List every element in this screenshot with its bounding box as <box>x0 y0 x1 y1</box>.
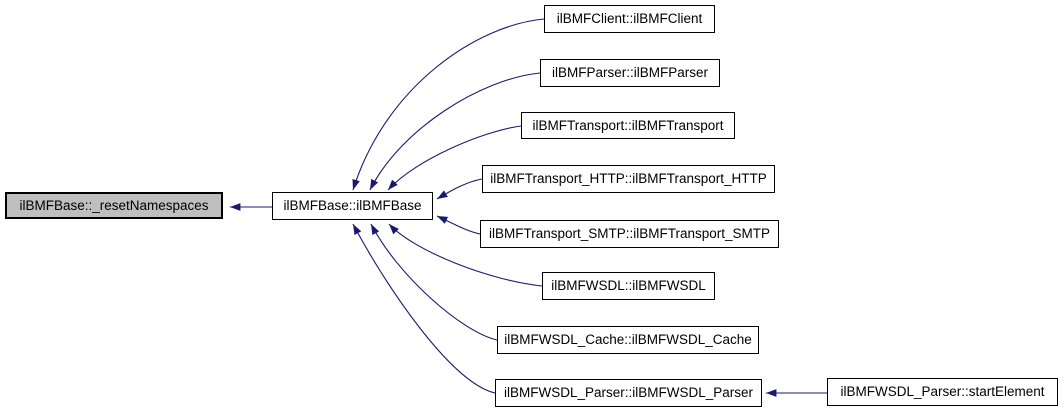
edge-wsdl-cache-to-base <box>370 223 498 341</box>
edge-wsdl-parser-to-base <box>352 223 496 394</box>
node-ilbmfwsdl-cache-ctor[interactable]: ilBMFWSDL_Cache::ilBMFWSDL_Cache <box>497 326 759 354</box>
node-ilbmfclient-ctor[interactable]: ilBMFClient::ilBMFClient <box>544 5 715 33</box>
node-ilbmfwsdl-ctor[interactable]: ilBMFWSDL::ilBMFWSDL <box>542 272 715 300</box>
node-ilbmftransport-ctor[interactable]: ilBMFTransport::ilBMFTransport <box>521 112 735 139</box>
node-ilbmftransport-http-ctor[interactable]: ilBMFTransport_HTTP::ilBMFTransport_HTTP <box>482 165 775 193</box>
node-ilbmfbase-reset-namespaces: ilBMFBase::_resetNamespaces <box>5 192 223 219</box>
node-ilbmfwsdl-parser-ctor[interactable]: ilBMFWSDL_Parser::ilBMFWSDL_Parser <box>495 379 762 407</box>
edge-transport-smtp-to-base <box>436 215 481 235</box>
node-ilbmftransport-smtp-ctor[interactable]: ilBMFTransport_SMTP::ilBMFTransport_SMTP <box>480 220 779 248</box>
edge-transport-http-to-base <box>436 178 483 200</box>
node-ilbmfbase-ctor[interactable]: ilBMFBase::ilBMFBase <box>272 192 433 220</box>
node-ilbmfwsdl-parser-start-element[interactable]: ilBMFWSDL_Parser::startElement <box>827 378 1058 406</box>
node-ilbmfparser-ctor[interactable]: ilBMFParser::ilBMFParser <box>540 59 720 87</box>
